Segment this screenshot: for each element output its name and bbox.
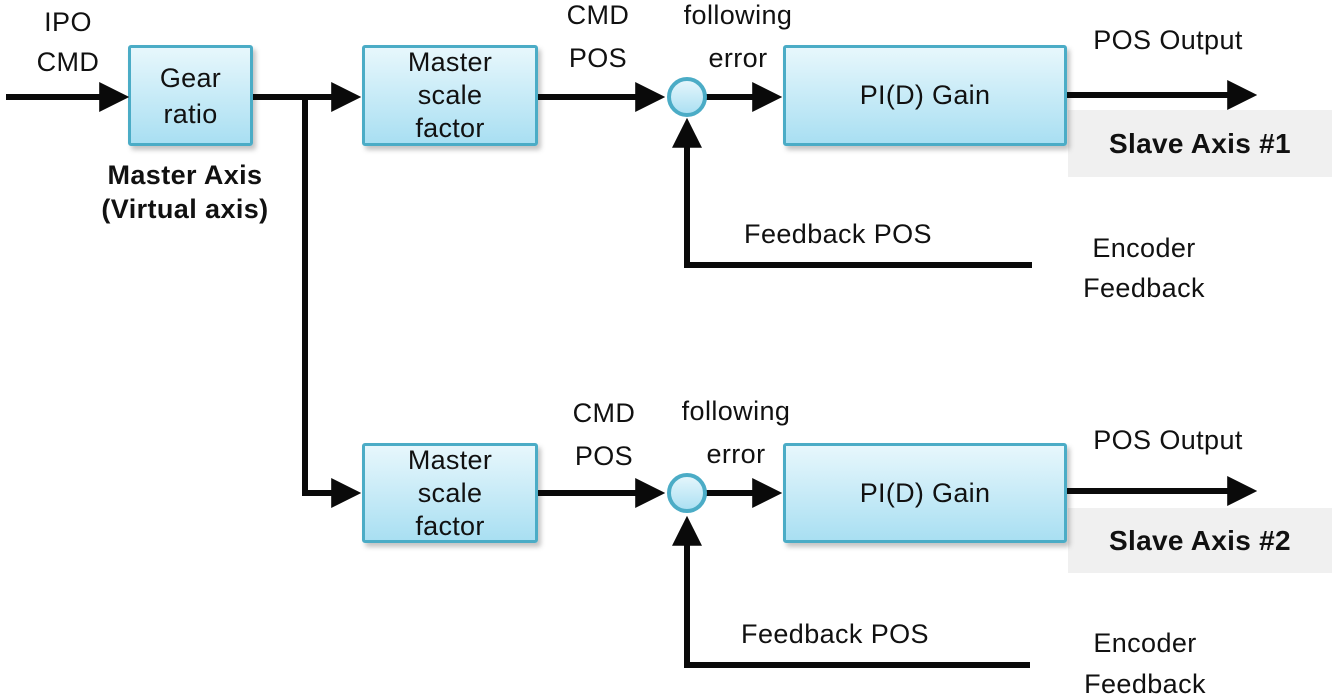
master-axis-line2: (Virtual axis)	[101, 194, 269, 224]
encoder-feedback-2: Feedback	[1084, 669, 1206, 698]
gear-ratio-line1: Gear	[159, 62, 222, 93]
ipo-line: IPO	[44, 7, 92, 37]
pid2-label: PI(D) Gain	[859, 477, 991, 508]
master-axis-label: Master Axis (Virtual axis)	[50, 158, 320, 226]
msf1-line2: scale	[417, 80, 483, 110]
pos-output-label-2: POS Output	[1068, 422, 1268, 458]
ipo-cmd-label: IPO CMD	[18, 2, 118, 82]
gear-ratio-box: Gear ratio	[128, 45, 253, 146]
following-error-label-1: following error	[663, 0, 813, 80]
slave-axis-1-label: Slave Axis #1	[1109, 127, 1291, 159]
pos-output-1-text: POS Output	[1093, 25, 1243, 55]
cmd-line: CMD	[36, 47, 100, 77]
encoder-feedback-label-1: Encoder Feedback	[1044, 228, 1244, 308]
following-1: following	[683, 0, 793, 30]
msf2-line3: factor	[415, 510, 485, 541]
gear-ratio-line2: ratio	[163, 98, 218, 129]
summing-junction-2	[667, 473, 707, 513]
branch-split-line	[302, 95, 362, 508]
encoder-2: Encoder	[1093, 628, 1197, 658]
pid-gain-box-2: PI(D) Gain	[783, 443, 1067, 543]
cmd-pos-label-2: CMD POS	[554, 392, 654, 478]
following-2: following	[681, 396, 791, 426]
slave-axis-1-tag: Slave Axis #1	[1068, 110, 1332, 177]
msf1-line3: factor	[415, 113, 485, 143]
pid-gain-box-1: PI(D) Gain	[783, 45, 1067, 146]
feedback-pos-2-text: Feedback POS	[741, 619, 929, 649]
cmd-pos-2-line1: CMD	[572, 398, 636, 428]
feedback-pos-1-text: Feedback POS	[744, 219, 932, 249]
cmd-pos-label-1: CMD POS	[548, 0, 648, 80]
msf1-line1: Master	[407, 47, 493, 77]
cmd-pos-2-line2: POS	[574, 441, 634, 471]
master-scale-factor-box-1: Master scale factor	[362, 45, 538, 146]
error-1: error	[708, 43, 768, 73]
error-2: error	[706, 439, 766, 469]
master-axis-line1: Master Axis	[107, 160, 263, 190]
slave-axis-2-tag: Slave Axis #2	[1068, 508, 1332, 573]
cmd-pos-1-line2: POS	[568, 43, 628, 73]
encoder-feedback-label-2: Encoder Feedback	[1045, 623, 1245, 698]
pos-output-2-text: POS Output	[1093, 425, 1243, 455]
slave-axis-2-label: Slave Axis #2	[1109, 524, 1291, 556]
feedback-pos-label-1: Feedback POS	[723, 216, 953, 252]
encoder-feedback-1: Feedback	[1083, 273, 1205, 303]
pos-output-label-1: POS Output	[1068, 22, 1268, 58]
pid1-label: PI(D) Gain	[859, 80, 991, 110]
master-scale-factor-box-2: Master scale factor	[362, 443, 538, 543]
encoder-1: Encoder	[1092, 233, 1196, 263]
summing-junction-1	[667, 77, 707, 117]
msf2-line1: Master	[407, 444, 493, 475]
msf2-line2: scale	[417, 477, 483, 508]
following-error-label-2: following error	[661, 390, 811, 476]
feedback-pos-label-2: Feedback POS	[720, 616, 950, 652]
cmd-pos-1-line1: CMD	[566, 0, 630, 30]
